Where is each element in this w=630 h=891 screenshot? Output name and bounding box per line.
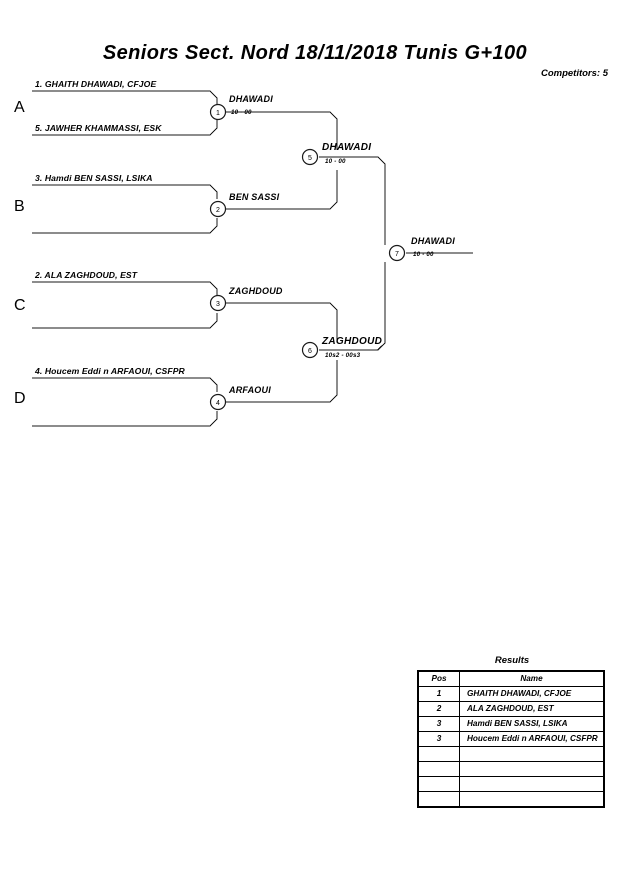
match-node-2[interactable] [209, 200, 227, 218]
match-winner-5: DHAWADI [322, 142, 372, 153]
results-table: Pos Name 1 GHAITH DHAWADI, CFJOE 2 ALA Z… [417, 670, 605, 808]
results-panel: Results Pos Name 1 GHAITH DHAWADI, CFJOE… [417, 655, 607, 808]
match-number-5: 5 [308, 155, 312, 162]
results-name [459, 761, 605, 777]
match-node-5[interactable] [301, 148, 319, 166]
match-winner-1: DHAWADI [229, 94, 273, 104]
bracket-line-b-bottom [32, 218, 218, 234]
match-score-6: 10s2 - 00s3 [325, 352, 361, 359]
bracket-diagram: 1 2 3 4 5 6 7 [32, 90, 473, 427]
bracket-line-match3-out [226, 302, 338, 342]
match-number-3: 3 [216, 301, 220, 308]
table-row[interactable]: 3 Hamdi BEN SASSI, LSIKA [417, 716, 605, 732]
results-name [459, 746, 605, 762]
entrant-c-top: 2. ALA ZAGHDOUD, EST [35, 270, 138, 280]
table-row[interactable]: 2 ALA ZAGHDOUD, EST [417, 701, 605, 717]
match-node-6[interactable] [301, 341, 319, 359]
results-col-pos: Pos [417, 670, 460, 687]
page-title: Seniors Sect. Nord 18/11/2018 Tunis G+10… [102, 42, 528, 64]
section-letter-d: D [14, 390, 26, 407]
results-name: GHAITH DHAWADI, CFJOE [459, 686, 605, 702]
results-pos: 1 [417, 686, 460, 702]
match-node-7[interactable] [388, 244, 406, 262]
competitors-count: Competitors: 5 [540, 68, 608, 79]
bracket-line-match4-out [226, 360, 338, 403]
results-pos [417, 776, 460, 792]
results-pos: 3 [417, 716, 460, 732]
bracket-line-match2-out [226, 170, 338, 210]
table-row[interactable] [417, 791, 605, 808]
match-number-2: 2 [216, 207, 220, 214]
bracket-line-match6-out [319, 262, 386, 351]
results-title: Results [494, 655, 530, 666]
match-node-1[interactable] [209, 103, 227, 121]
results-pos: 3 [417, 731, 460, 747]
results-pos [417, 791, 460, 808]
results-name: Houcem Eddi n ARFAOUI, CSFPR [459, 731, 605, 747]
section-letter-b: B [14, 198, 25, 215]
results-name: Hamdi BEN SASSI, LSIKA [459, 716, 605, 732]
results-pos: 2 [417, 701, 460, 717]
results-col-name: Name [459, 670, 605, 687]
entrant-a-bottom: 5. JAWHER KHAMMASSI, ESK [35, 123, 162, 133]
match-number-6: 6 [308, 348, 312, 355]
entrant-b-top: 3. Hamdi BEN SASSI, LSIKA [35, 173, 153, 183]
bracket-line-d-bottom [32, 411, 218, 427]
table-row[interactable] [417, 746, 605, 762]
match-number-7: 7 [395, 251, 399, 258]
match-score-7: 10 - 00 [413, 251, 434, 258]
results-pos [417, 761, 460, 777]
bracket-line-c-top [32, 281, 218, 296]
match-node-3[interactable] [209, 294, 227, 312]
match-winner-7: DHAWADI [411, 236, 455, 246]
match-winner-6: ZAGHDOUD [322, 336, 383, 347]
entrant-d-top: 4. Houcem Eddi n ARFAOUI, CSFPR [35, 366, 185, 376]
match-number-1: 1 [216, 110, 220, 117]
match-winner-3: ZAGHDOUD [229, 286, 283, 296]
match-score-5: 10 - 00 [325, 158, 346, 165]
bracket-line-c-bottom [32, 313, 218, 329]
match-score-1: 10 - 00 [231, 109, 252, 116]
bracket-line-d-top [32, 377, 218, 392]
results-header-row: Pos Name [417, 670, 605, 687]
results-pos [417, 746, 460, 762]
table-row[interactable] [417, 776, 605, 792]
bracket-line-match5-out [319, 156, 386, 245]
bracket-line-a-top [32, 90, 218, 105]
bracket-line-match1-out [226, 111, 338, 150]
results-name [459, 776, 605, 792]
match-winner-4: ARFAOUI [229, 385, 271, 395]
table-row[interactable]: 1 GHAITH DHAWADI, CFJOE [417, 686, 605, 702]
results-name: ALA ZAGHDOUD, EST [459, 701, 605, 717]
section-letter-a: A [14, 99, 25, 116]
match-number-4: 4 [216, 400, 220, 407]
section-letter-c: C [14, 297, 26, 314]
match-winner-2: BEN SASSI [229, 192, 280, 202]
match-node-4[interactable] [209, 393, 227, 411]
bracket-line-b-top [32, 184, 218, 199]
bracket-line-a-bottom [32, 120, 218, 136]
results-name [459, 791, 605, 808]
table-row[interactable]: 3 Houcem Eddi n ARFAOUI, CSFPR [417, 731, 605, 747]
entrant-a-top: 1. GHAITH DHAWADI, CFJOE [35, 79, 157, 89]
table-row[interactable] [417, 761, 605, 777]
